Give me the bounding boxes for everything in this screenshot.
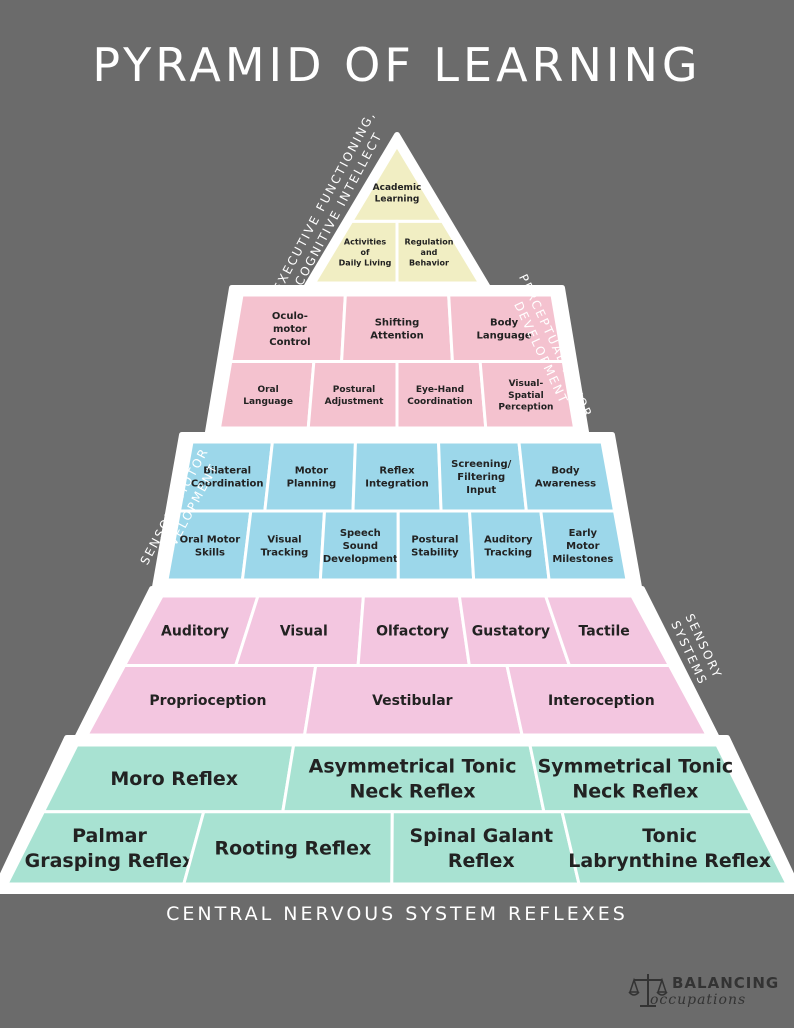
cell-rooting-reflex-label: Rooting Reflex [214, 838, 371, 860]
cell-tactile-label: Tactile [579, 624, 630, 640]
cell-regulation-and-behavior [395, 219, 483, 285]
cell-reflex-integration [351, 440, 443, 513]
cell-postural-stability [396, 509, 476, 582]
cell-motor-planning [263, 440, 358, 513]
base-label: CENTRAL NERVOUS SYSTEM REFLEXES [166, 903, 628, 925]
cell-palmar-grasping-reflex [4, 810, 206, 886]
cell-auditory-label: Auditory [161, 624, 229, 640]
cell-gustatory-label: Gustatory [472, 624, 550, 640]
logo-word-balancing: BALANCING [672, 974, 780, 992]
cell-interoception [505, 664, 710, 737]
cell-olfactory-label: Olfactory [376, 624, 449, 640]
cell-shifting-attention [339, 293, 455, 363]
cell-spinal-galant-reflex [390, 810, 581, 886]
cell-visual-tracking [240, 509, 327, 582]
cell-body-awareness [517, 440, 617, 513]
page-title: PYRAMID OF LEARNING [92, 38, 702, 92]
scale-icon [628, 974, 668, 1007]
brand-logo: BALANCING occupations [628, 968, 778, 1016]
cell-interoception-label: Interoception [548, 693, 655, 709]
cell-proprioception-label: Proprioception [149, 693, 266, 709]
cell-visual-spatial-perception [478, 360, 577, 430]
cell-auditory-tracking [467, 509, 551, 582]
cell-early-motor-milestones [539, 509, 629, 582]
cell-vestibular-label: Vestibular [372, 693, 453, 709]
logo-word-occupations: occupations [650, 992, 747, 1008]
cell-moro-reflex-label: Moro Reflex [110, 768, 238, 790]
cell-tonic-labrynthine-reflex [560, 810, 790, 886]
tier-sensory-systems: Auditory Visual Olfactory Gustatory TactileP… [72, 586, 722, 745]
cell-visual-label: Visual [280, 624, 328, 640]
